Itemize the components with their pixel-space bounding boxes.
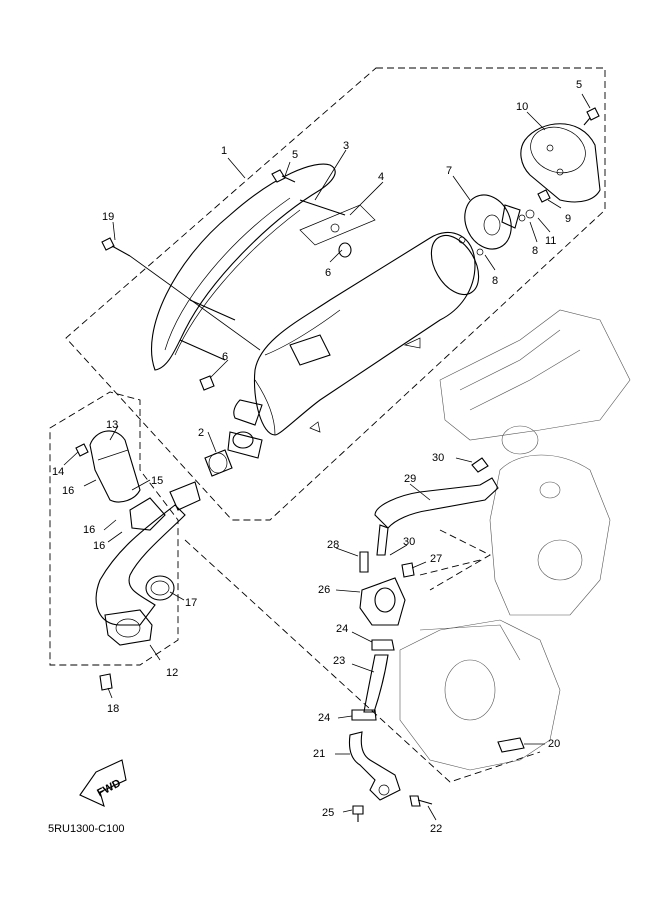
muffler-cover	[520, 123, 601, 203]
muffler-inlet	[204, 399, 263, 477]
callout-16c: 16	[93, 540, 105, 552]
callout-5a: 5	[292, 149, 298, 161]
callout-15: 15	[151, 475, 163, 487]
callout-3: 3	[343, 140, 349, 152]
diagram-code: 5RU1300-C100	[48, 823, 124, 835]
exhaust-pipe	[89, 430, 201, 646]
callout-14: 14	[52, 466, 64, 478]
group-outline-exhaust-pipe	[49, 391, 179, 666]
muffler-end-cap	[464, 194, 521, 250]
callout-23: 23	[333, 655, 345, 667]
callout-26: 26	[318, 584, 330, 596]
callout-19: 19	[102, 211, 114, 223]
muffler-body	[253, 232, 480, 436]
callout-25: 25	[322, 807, 334, 819]
group-outline-muffler	[65, 67, 606, 521]
muffler-protector	[150, 163, 346, 371]
callout-24b: 24	[318, 712, 330, 724]
callout-10: 10	[516, 101, 528, 113]
callout-7: 7	[446, 165, 452, 177]
callout-1: 1	[221, 145, 227, 157]
callout-11: 11	[545, 235, 556, 247]
callout-16b: 16	[83, 524, 95, 536]
callout-12: 12	[166, 667, 178, 679]
callout-13: 13	[106, 419, 118, 431]
leader-lines	[63, 93, 591, 821]
engine-outline	[399, 309, 631, 771]
callout-8a: 8	[532, 245, 538, 257]
callout-6a: 6	[325, 267, 331, 279]
callout-5b: 5	[576, 79, 582, 91]
callout-21: 21	[313, 748, 325, 760]
callout-17: 17	[185, 597, 197, 609]
callout-8b: 8	[492, 275, 498, 287]
bolt-icons	[75, 107, 600, 822]
callout-9: 9	[565, 213, 571, 225]
callout-2: 2	[198, 427, 204, 439]
callout-29: 29	[404, 473, 416, 485]
callout-labels: 1 2 3 4 5 5 6 6 7 8 8 9 10 11 12 13 14 1…	[52, 79, 582, 835]
air-induction-system	[348, 457, 525, 801]
callout-30a: 30	[432, 452, 444, 464]
callout-18: 18	[107, 703, 119, 715]
callout-6b: 6	[222, 351, 228, 363]
callout-28: 28	[327, 539, 339, 551]
fwd-arrow-icon: FWD	[79, 759, 127, 807]
muffler-gasket	[299, 204, 376, 246]
callout-20: 20	[548, 738, 560, 750]
callout-22: 22	[430, 823, 442, 835]
callout-27: 27	[430, 553, 442, 565]
group-outline-air-induction	[184, 529, 541, 783]
callout-16a: 16	[62, 485, 74, 497]
callout-24a: 24	[336, 623, 348, 635]
callout-4: 4	[378, 171, 384, 183]
callout-30b: 30	[403, 536, 415, 548]
